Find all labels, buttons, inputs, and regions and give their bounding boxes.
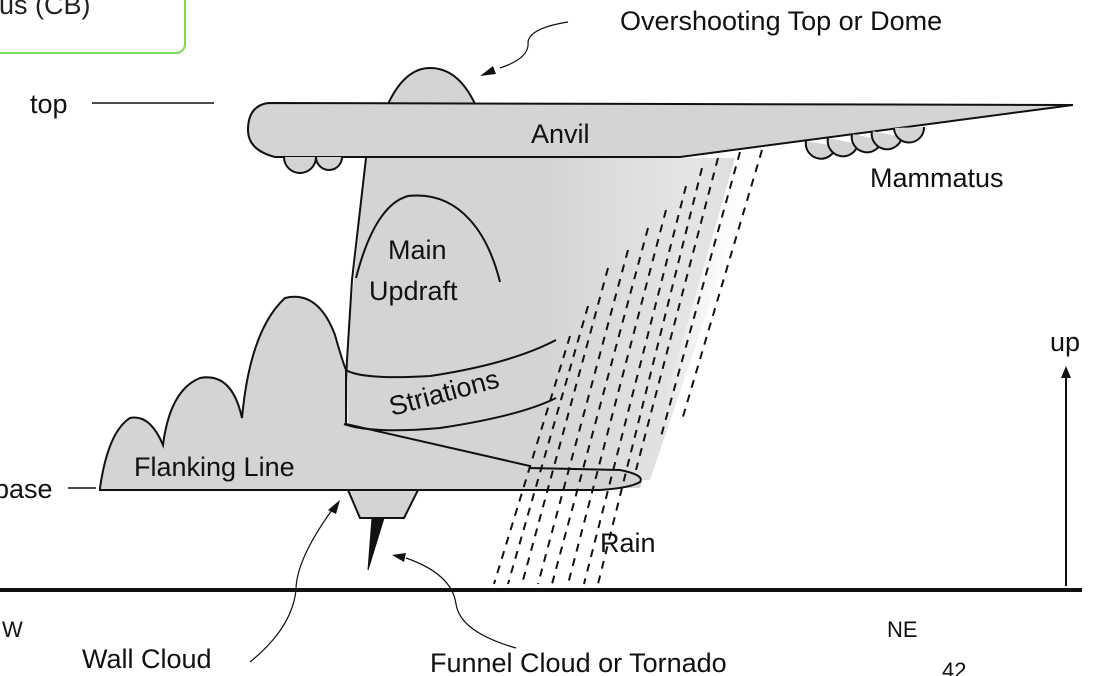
wall-cloud — [346, 489, 420, 519]
striation-upper — [345, 339, 557, 379]
label-ne: NE — [887, 617, 918, 642]
label-top: top — [30, 89, 68, 119]
label-rain: Rain — [600, 528, 656, 558]
title-box: bus (CB) — [0, 0, 186, 54]
label-flanking-line: Flanking Line — [134, 452, 295, 482]
label-overshooting-top: Overshooting Top or Dome — [620, 6, 942, 36]
overshooting-pointer — [499, 21, 569, 69]
striation-lower — [343, 397, 557, 432]
mammatus-left — [283, 156, 343, 174]
mammatus-right — [804, 126, 926, 160]
label-up: up — [1050, 327, 1080, 357]
label-sw: W — [2, 617, 23, 642]
overshooting-arrowhead-icon — [480, 66, 496, 76]
label-updraft: Updraft — [369, 276, 458, 306]
wall-cloud-pointer — [249, 509, 333, 663]
label-funnel-cloud: Funnel Cloud or Tornado — [430, 648, 727, 676]
up-arrow-icon — [1061, 366, 1071, 378]
flanking-line-cloud — [99, 295, 642, 491]
page-number: 42 — [942, 658, 966, 676]
label-base: base — [0, 474, 53, 504]
rain-streaks — [493, 149, 763, 585]
wall-cloud-arrowhead-icon — [328, 500, 340, 514]
main-updraft-arc — [355, 194, 501, 283]
overshooting-dome — [386, 66, 477, 105]
label-main: Main — [388, 235, 447, 265]
funnel-cloud — [367, 517, 385, 571]
label-mammatus: Mammatus — [870, 163, 1004, 193]
label-anvil: Anvil — [531, 119, 590, 149]
diagram-title: bus (CB) — [0, 0, 91, 20]
label-wall-cloud: Wall Cloud — [82, 644, 212, 674]
funnel-pointer — [405, 557, 517, 649]
funnel-arrowhead-icon — [392, 553, 406, 562]
rain-shade — [540, 158, 760, 480]
anvil-cloud — [246, 101, 1074, 158]
